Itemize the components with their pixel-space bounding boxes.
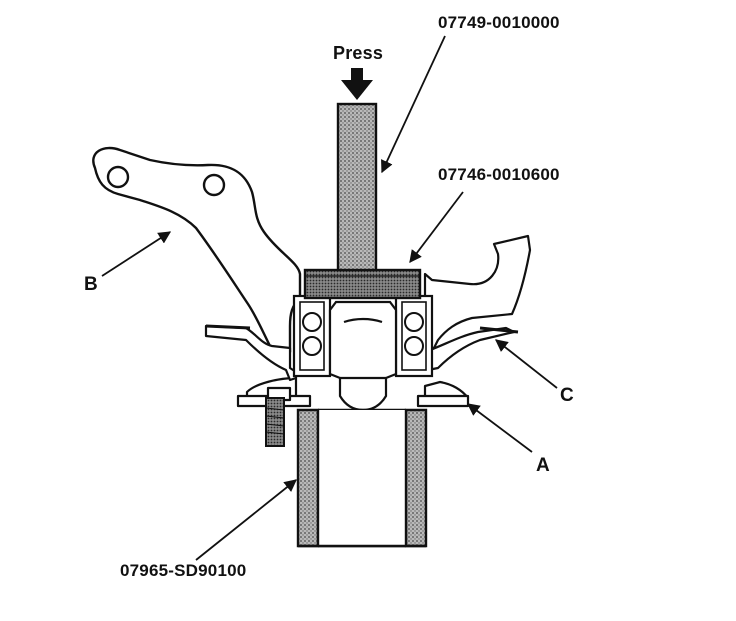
leader-knuckle-b: [101, 231, 172, 277]
leader-lines: [101, 35, 558, 561]
bearing-balls: [302, 312, 424, 356]
label-callout-b: B: [84, 274, 98, 295]
label-tool-support-base: 07965-SD90100: [120, 561, 247, 580]
label-press: Press: [333, 43, 384, 63]
driver-attachment: [303, 268, 422, 300]
support-base: [296, 408, 428, 548]
label-tool-press-rod: 07749-0010000: [438, 13, 560, 32]
hub-bore: [328, 300, 398, 412]
leader-driver-attachment: [409, 191, 464, 264]
knuckle-b: [92, 146, 302, 354]
leader-callout-c: [495, 339, 558, 389]
label-callout-a: A: [536, 455, 550, 476]
label-callout-c: C: [560, 385, 574, 406]
label-tool-driver-attachment: 07746-0010600: [438, 165, 560, 184]
press-rod: [336, 102, 378, 272]
leader-support-base: [195, 479, 297, 561]
wheel-stud: [265, 397, 285, 447]
leader-callout-a: [466, 403, 533, 453]
press-arrow: [341, 68, 373, 100]
leader-press-rod: [381, 35, 446, 174]
